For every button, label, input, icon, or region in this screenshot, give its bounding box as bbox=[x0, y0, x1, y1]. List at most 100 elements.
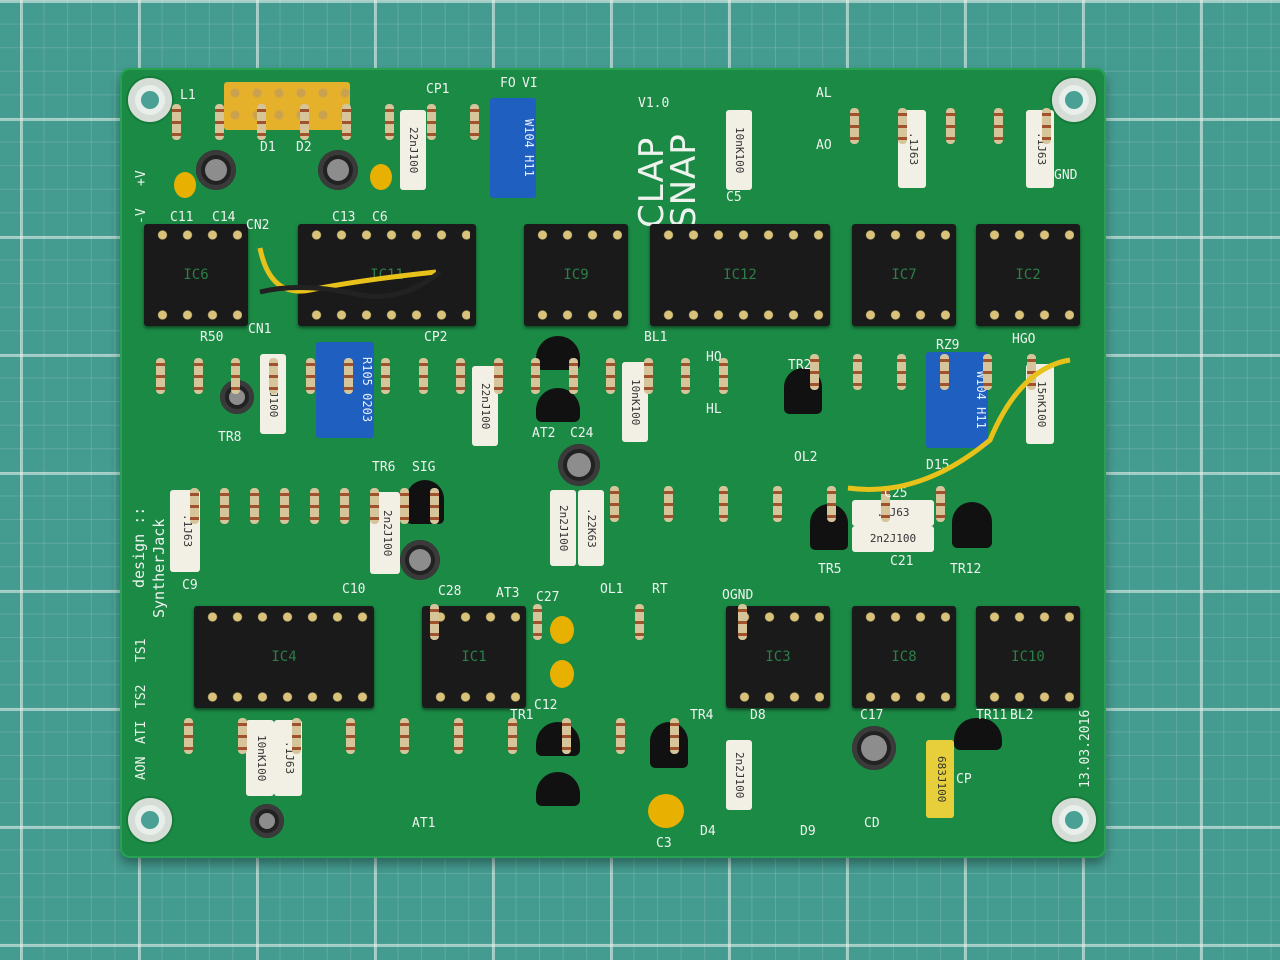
electrolytic-capacitor bbox=[196, 150, 236, 190]
ic-socket-ic2: IC2 bbox=[976, 224, 1080, 326]
resistor bbox=[430, 488, 439, 524]
resistor bbox=[616, 718, 625, 754]
transistor bbox=[952, 502, 992, 548]
electrolytic-capacitor bbox=[318, 150, 358, 190]
film-capacitor: .22K63 bbox=[578, 490, 604, 566]
silk-label-vi: VI bbox=[522, 76, 538, 91]
transistor bbox=[650, 722, 688, 768]
silk-label-ts1: TS1 bbox=[134, 638, 149, 662]
silk-label-c5: C5 bbox=[726, 190, 742, 205]
silk-label-c14: C14 bbox=[212, 210, 236, 225]
silk-label-tr2: TR2 bbox=[788, 358, 812, 373]
ceramic-capacitor bbox=[550, 660, 574, 688]
resistor bbox=[681, 358, 690, 394]
resistor bbox=[827, 486, 837, 522]
resistor bbox=[562, 718, 571, 754]
resistor bbox=[493, 358, 503, 394]
silk-label-c12: C12 bbox=[534, 698, 558, 713]
resistor bbox=[983, 354, 993, 390]
resistor bbox=[532, 604, 542, 640]
resistor bbox=[280, 488, 289, 524]
designer-credit-line-2: SyntherJack bbox=[150, 518, 168, 618]
resistor bbox=[531, 358, 540, 394]
silk-label-ognd: OGND bbox=[722, 588, 754, 603]
ic-socket-ic11: IC11 bbox=[298, 224, 476, 326]
silk-label-d8: D8 bbox=[750, 708, 766, 723]
resistor bbox=[250, 488, 259, 524]
resistor bbox=[346, 718, 355, 754]
resistor bbox=[257, 104, 266, 140]
silk-label-hgo: HGO bbox=[1012, 332, 1036, 347]
resistor bbox=[220, 488, 229, 524]
silk-label-d4: D4 bbox=[700, 824, 716, 839]
silk-label-rt: RT bbox=[652, 582, 668, 597]
resistor bbox=[454, 718, 463, 754]
silk-label-hl: HL bbox=[706, 402, 722, 417]
film-capacitor: 10nK100 bbox=[246, 720, 274, 796]
silk-label-ts2: TS2 bbox=[134, 684, 149, 708]
silk-label-tr11: TR11 bbox=[976, 708, 1008, 723]
resistor bbox=[606, 358, 615, 394]
electrolytic-capacitor bbox=[250, 804, 284, 838]
film-capacitor: 2n2J100 bbox=[726, 740, 752, 810]
silk-label-l1: L1 bbox=[180, 88, 196, 103]
ic-socket-ic1: IC1 bbox=[422, 606, 526, 708]
silk-label-c28: C28 bbox=[438, 584, 462, 599]
silk-label-at1: AT1 bbox=[412, 816, 436, 831]
silk-label-minus-v: -V bbox=[134, 208, 149, 224]
film-capacitor: .1J63 bbox=[274, 720, 302, 796]
resistor bbox=[184, 718, 193, 754]
resistor bbox=[306, 358, 315, 394]
trimmer-pot-right: W104 H11 bbox=[926, 352, 988, 448]
mounting-hole-bottom-right bbox=[1052, 798, 1096, 842]
resistor bbox=[664, 486, 674, 522]
silk-label-gnd: GND bbox=[1054, 168, 1078, 183]
silk-label-at3: AT3 bbox=[496, 586, 520, 601]
resistor bbox=[670, 718, 679, 754]
resistor bbox=[469, 104, 479, 140]
resistor bbox=[299, 104, 309, 140]
resistor bbox=[1026, 354, 1036, 390]
resistor bbox=[1042, 108, 1051, 144]
silk-label-cp2: CP2 bbox=[424, 330, 448, 345]
silk-label-cp1: CP1 bbox=[426, 82, 450, 97]
transistor bbox=[536, 722, 580, 756]
resistor bbox=[896, 354, 906, 390]
film-capacitor: 22nJ100 bbox=[400, 110, 426, 190]
resistor bbox=[456, 358, 465, 394]
resistor bbox=[853, 354, 863, 390]
silk-label-ati: ATI bbox=[134, 720, 149, 744]
silk-label-tr4: TR4 bbox=[690, 708, 714, 723]
silk-label-c25: C25 bbox=[884, 486, 908, 501]
silk-label-d15: D15 bbox=[926, 458, 950, 473]
resistor bbox=[400, 718, 409, 754]
board-version: V1.0 bbox=[638, 96, 670, 111]
electrolytic-capacitor bbox=[558, 444, 600, 486]
silk-label-c6: C6 bbox=[372, 210, 388, 225]
resistor bbox=[156, 358, 165, 394]
mounting-hole-top-right bbox=[1052, 78, 1096, 122]
silk-label-d1: D1 bbox=[260, 140, 276, 155]
resistor bbox=[898, 108, 907, 144]
resistor bbox=[881, 486, 891, 522]
silk-label-c10: C10 bbox=[342, 582, 366, 597]
ceramic-capacitor bbox=[550, 616, 574, 644]
silk-label-c11: C11 bbox=[170, 210, 194, 225]
silk-label-ho: HO bbox=[706, 350, 722, 365]
resistor bbox=[343, 358, 353, 394]
silk-label-tr8: TR8 bbox=[218, 430, 242, 445]
resistor bbox=[850, 108, 859, 144]
ic-socket-ic6: IC6 bbox=[144, 224, 248, 326]
resistor bbox=[427, 104, 436, 140]
trimmer-pot-top: W104 H11 bbox=[490, 98, 536, 198]
silk-label-al: AL bbox=[816, 86, 832, 101]
board-title-line-2: SNAP bbox=[664, 133, 704, 228]
resistor bbox=[340, 488, 349, 524]
resistor bbox=[568, 358, 578, 394]
resistor bbox=[737, 604, 747, 640]
silk-label-tr6: TR6 bbox=[372, 460, 396, 475]
silk-label-bl2: BL2 bbox=[1010, 708, 1034, 723]
resistor bbox=[610, 486, 619, 522]
electrolytic-capacitor bbox=[852, 726, 896, 770]
